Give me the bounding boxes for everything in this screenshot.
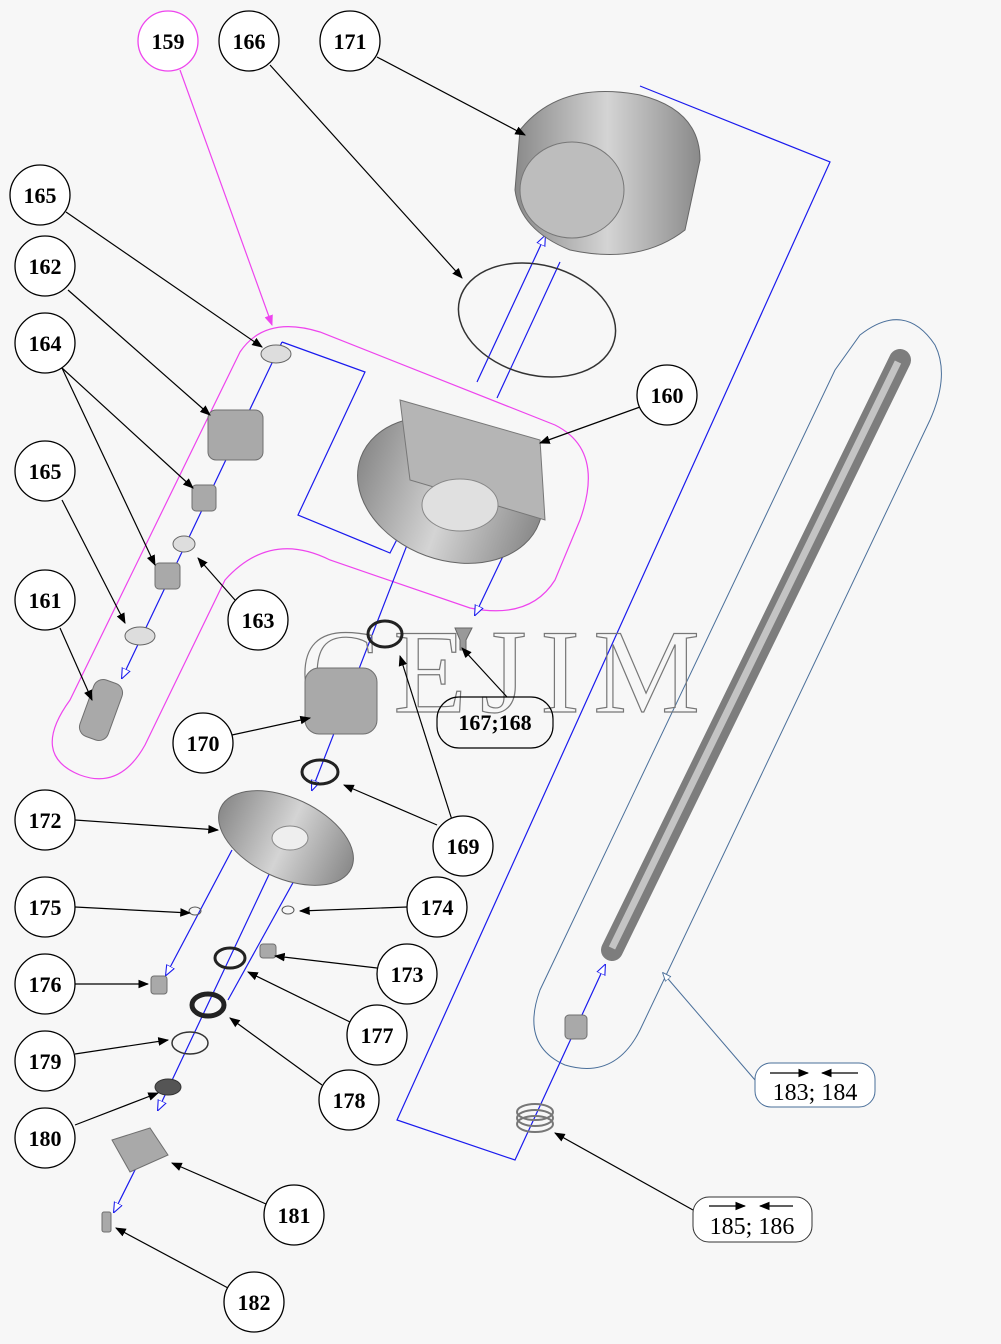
washer-165-bottom[interactable] xyxy=(124,626,156,646)
o-ring-166[interactable] xyxy=(445,246,628,394)
nut-173[interactable] xyxy=(259,943,277,959)
svg-text:165: 165 xyxy=(29,459,62,484)
callout-167-168[interactable]: 167;168 xyxy=(436,696,554,749)
callout-173[interactable]: 173 xyxy=(376,943,438,1005)
svg-text:167;168: 167;168 xyxy=(458,710,531,735)
svg-text:170: 170 xyxy=(187,731,220,756)
callout-159[interactable]: 159 xyxy=(137,10,199,72)
washer-174[interactable] xyxy=(281,905,295,915)
callout-165-bottom[interactable]: 165 xyxy=(14,440,76,502)
svg-text:177: 177 xyxy=(361,1023,394,1048)
assembly-line-bolt xyxy=(166,849,233,975)
callout-162[interactable]: 162 xyxy=(14,235,76,297)
svg-text:166: 166 xyxy=(233,29,266,54)
svg-text:174: 174 xyxy=(421,895,454,920)
seal-178[interactable] xyxy=(189,991,227,1019)
callout-174[interactable]: 174 xyxy=(406,876,468,938)
svg-text:179: 179 xyxy=(29,1049,62,1074)
callout-166[interactable]: 166 xyxy=(218,10,280,72)
bolt-176[interactable] xyxy=(150,975,168,995)
cover-plate-172[interactable] xyxy=(204,771,368,904)
callout-179[interactable]: 179 xyxy=(14,1030,76,1092)
callout-163[interactable]: 163 xyxy=(227,589,289,651)
screw-182[interactable] xyxy=(101,1211,112,1233)
shaft-183-184[interactable] xyxy=(601,349,911,961)
callout-160[interactable]: 160 xyxy=(636,364,698,426)
shaft-group-outline xyxy=(533,319,942,1069)
svg-text:176: 176 xyxy=(29,972,62,997)
svg-text:165: 165 xyxy=(24,183,57,208)
callout-183-184[interactable]: 183; 184 xyxy=(754,1062,876,1108)
svg-text:160: 160 xyxy=(651,383,684,408)
callout-169[interactable]: 169 xyxy=(432,815,494,877)
svg-text:171: 171 xyxy=(334,29,367,54)
sun-gear-170[interactable] xyxy=(304,667,378,735)
svg-text:159: 159 xyxy=(152,29,185,54)
callout-175[interactable]: 175 xyxy=(14,876,76,938)
o-ring-179[interactable] xyxy=(171,1031,209,1055)
callout-185-186[interactable]: 185; 186 xyxy=(692,1196,813,1243)
svg-text:185; 186: 185; 186 xyxy=(710,1214,795,1240)
svg-text:172: 172 xyxy=(29,808,62,833)
callout-176[interactable]: 176 xyxy=(14,953,76,1015)
spring-185-186[interactable] xyxy=(516,1103,554,1133)
svg-text:181: 181 xyxy=(278,1203,311,1228)
svg-text:163: 163 xyxy=(242,608,275,633)
clamp-181[interactable] xyxy=(111,1127,169,1173)
svg-text:182: 182 xyxy=(238,1290,271,1315)
callout-178[interactable]: 178 xyxy=(318,1069,380,1131)
callout-181[interactable]: 181 xyxy=(263,1184,325,1246)
ring-gear-171[interactable] xyxy=(514,91,701,255)
planet-gear-162[interactable] xyxy=(207,409,264,461)
svg-text:161: 161 xyxy=(29,588,62,613)
svg-text:183; 184: 183; 184 xyxy=(773,1080,858,1106)
svg-text:175: 175 xyxy=(29,895,62,920)
planet-carrier-group-outline xyxy=(51,326,589,780)
callout-165-top[interactable]: 165 xyxy=(9,164,71,226)
assembly-line-cover xyxy=(227,869,301,1001)
spacer-163[interactable] xyxy=(172,535,196,553)
callout-172[interactable]: 172 xyxy=(14,789,76,851)
callout-177[interactable]: 177 xyxy=(346,1004,408,1066)
assembly-line-ring2 xyxy=(496,261,561,399)
leader-159 xyxy=(179,69,273,327)
callout-170[interactable]: 170 xyxy=(172,712,234,774)
svg-text:162: 162 xyxy=(29,254,62,279)
leader-lines xyxy=(59,56,756,1289)
needle-bearing-164-a[interactable] xyxy=(191,484,217,512)
callout-171[interactable]: 171 xyxy=(319,10,381,72)
planet-carrier-160[interactable] xyxy=(337,392,563,589)
callout-164[interactable]: 164 xyxy=(14,312,76,374)
callout-161[interactable]: 161 xyxy=(14,569,76,631)
assembly-path-outer xyxy=(396,85,831,1161)
seal-177[interactable] xyxy=(213,946,247,970)
washer-180[interactable] xyxy=(154,1078,182,1096)
svg-text:180: 180 xyxy=(29,1126,62,1151)
callout-182[interactable]: 182 xyxy=(223,1271,285,1333)
svg-text:178: 178 xyxy=(333,1088,366,1113)
callout-180[interactable]: 180 xyxy=(14,1107,76,1169)
needle-bearing-164-b[interactable] xyxy=(154,562,181,590)
pin-161[interactable] xyxy=(77,677,126,744)
svg-text:173: 173 xyxy=(391,962,424,987)
snap-ring-169-top[interactable] xyxy=(366,619,404,649)
svg-text:164: 164 xyxy=(29,331,62,356)
assembly-line-ring xyxy=(476,236,545,383)
assembly-line-stack xyxy=(158,829,291,1110)
snap-ring-169-bottom[interactable] xyxy=(300,758,340,786)
svg-text:169: 169 xyxy=(447,834,480,859)
washer-165-top[interactable] xyxy=(260,344,292,364)
bushing[interactable] xyxy=(564,1014,588,1040)
